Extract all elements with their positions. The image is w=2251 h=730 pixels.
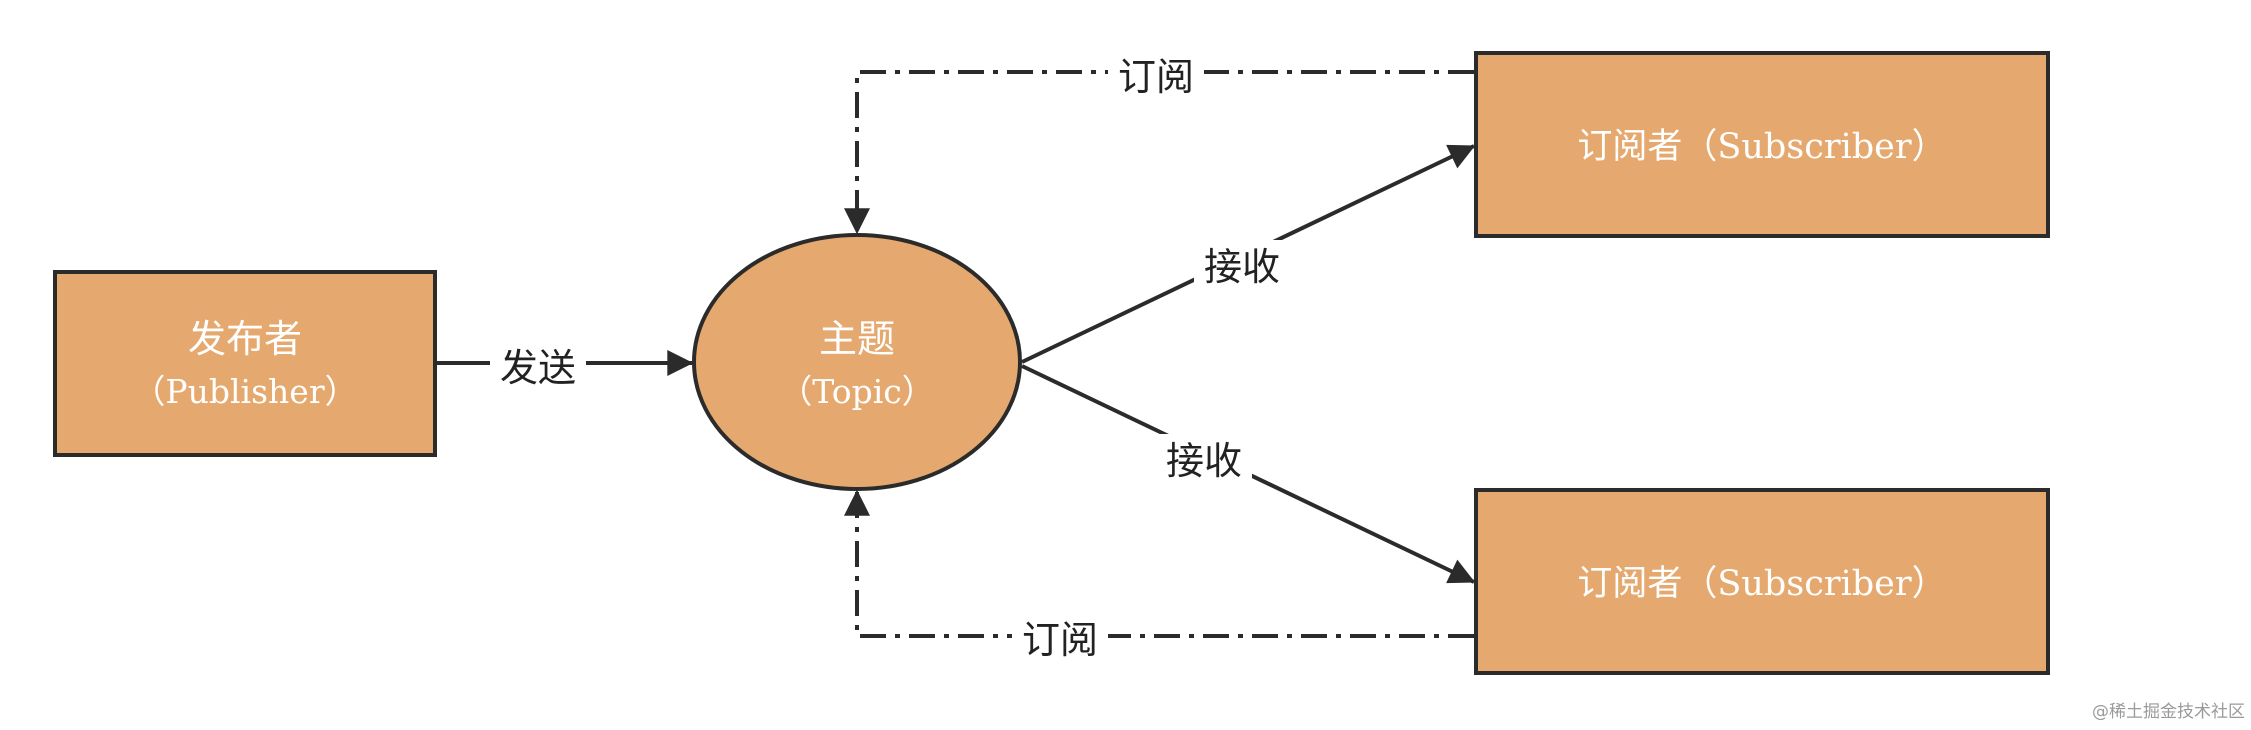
topic-subtitle: （Topic） <box>779 372 934 411</box>
publisher-title: 发布者 <box>188 317 302 361</box>
subscribe-top-edge: 订阅 <box>844 52 1474 235</box>
receive-top-label: 接收 <box>1204 245 1280 289</box>
subscriber-top-box <box>1474 51 2050 238</box>
subscriber-top-node: 订阅者（Subscriber） <box>1474 51 2050 238</box>
topic-title: 主题 <box>819 317 895 361</box>
publisher-subtitle: （Publisher） <box>132 372 357 411</box>
receive-bottom-edge: 接收 <box>1021 364 1476 584</box>
subscribe-bottom-edge: 订阅 <box>844 489 1474 662</box>
subscriber-bottom-label: 订阅者（Subscriber） <box>1577 564 1946 604</box>
watermark-text: @稀土掘金技术社区 <box>2092 702 2245 722</box>
send-label-bg <box>490 340 586 388</box>
topic-node: 主题 （Topic） <box>692 233 1022 491</box>
receive-top-edge: 接收 <box>1021 144 1476 364</box>
receive-bottom-label-bg <box>1156 434 1252 484</box>
subscribe-bottom-label: 订阅 <box>1022 618 1098 662</box>
send-label: 发送 <box>500 346 576 390</box>
subscribe-bottom-label-bg <box>1012 614 1108 662</box>
subscribe-top-label-bg <box>1108 52 1204 100</box>
publisher-node: 发布者 （Publisher） <box>53 270 437 457</box>
subscriber-bottom-box <box>1474 488 2050 675</box>
subscribe-top-label: 订阅 <box>1118 55 1194 99</box>
receive-bottom-label: 接收 <box>1166 439 1242 483</box>
subscribe-bottom-line <box>844 489 1474 638</box>
publisher-box <box>53 270 437 457</box>
topic-ellipse <box>692 233 1022 491</box>
receive-top-label-bg <box>1194 240 1290 290</box>
subscribe-top-line <box>844 70 1474 235</box>
subscriber-top-label: 订阅者（Subscriber） <box>1577 127 1946 167</box>
send-edge: 发送 <box>437 340 694 390</box>
subscriber-bottom-node: 订阅者（Subscriber） <box>1474 488 2050 675</box>
